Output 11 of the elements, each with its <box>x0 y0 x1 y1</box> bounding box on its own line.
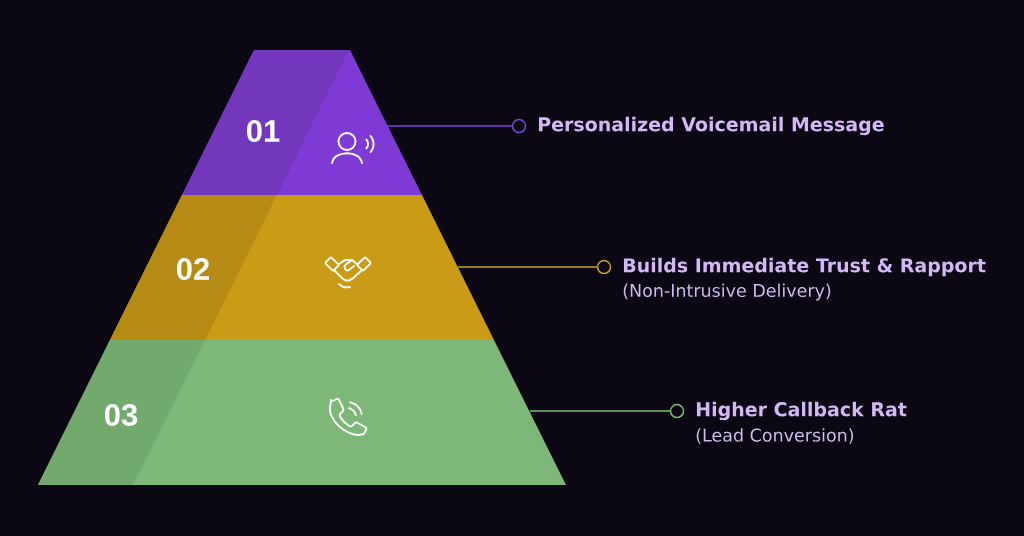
step-title: Higher Callback Rat <box>696 401 907 421</box>
connector-line <box>385 125 514 127</box>
pyramid-band: 03 <box>38 340 566 485</box>
pyramid-band: 01 <box>182 50 422 195</box>
step-subtitle: (Non-Intrusive Delivery) <box>623 283 831 301</box>
connector-line <box>529 410 672 412</box>
step-subtitle: (Lead Conversion) <box>696 428 854 444</box>
step-title: Builds Immediate Trust & Rapport <box>623 257 986 277</box>
pyramid-band: 02 <box>110 195 494 340</box>
step-title: Personalized Voicemail Message <box>538 116 884 136</box>
connector-line <box>457 266 599 268</box>
